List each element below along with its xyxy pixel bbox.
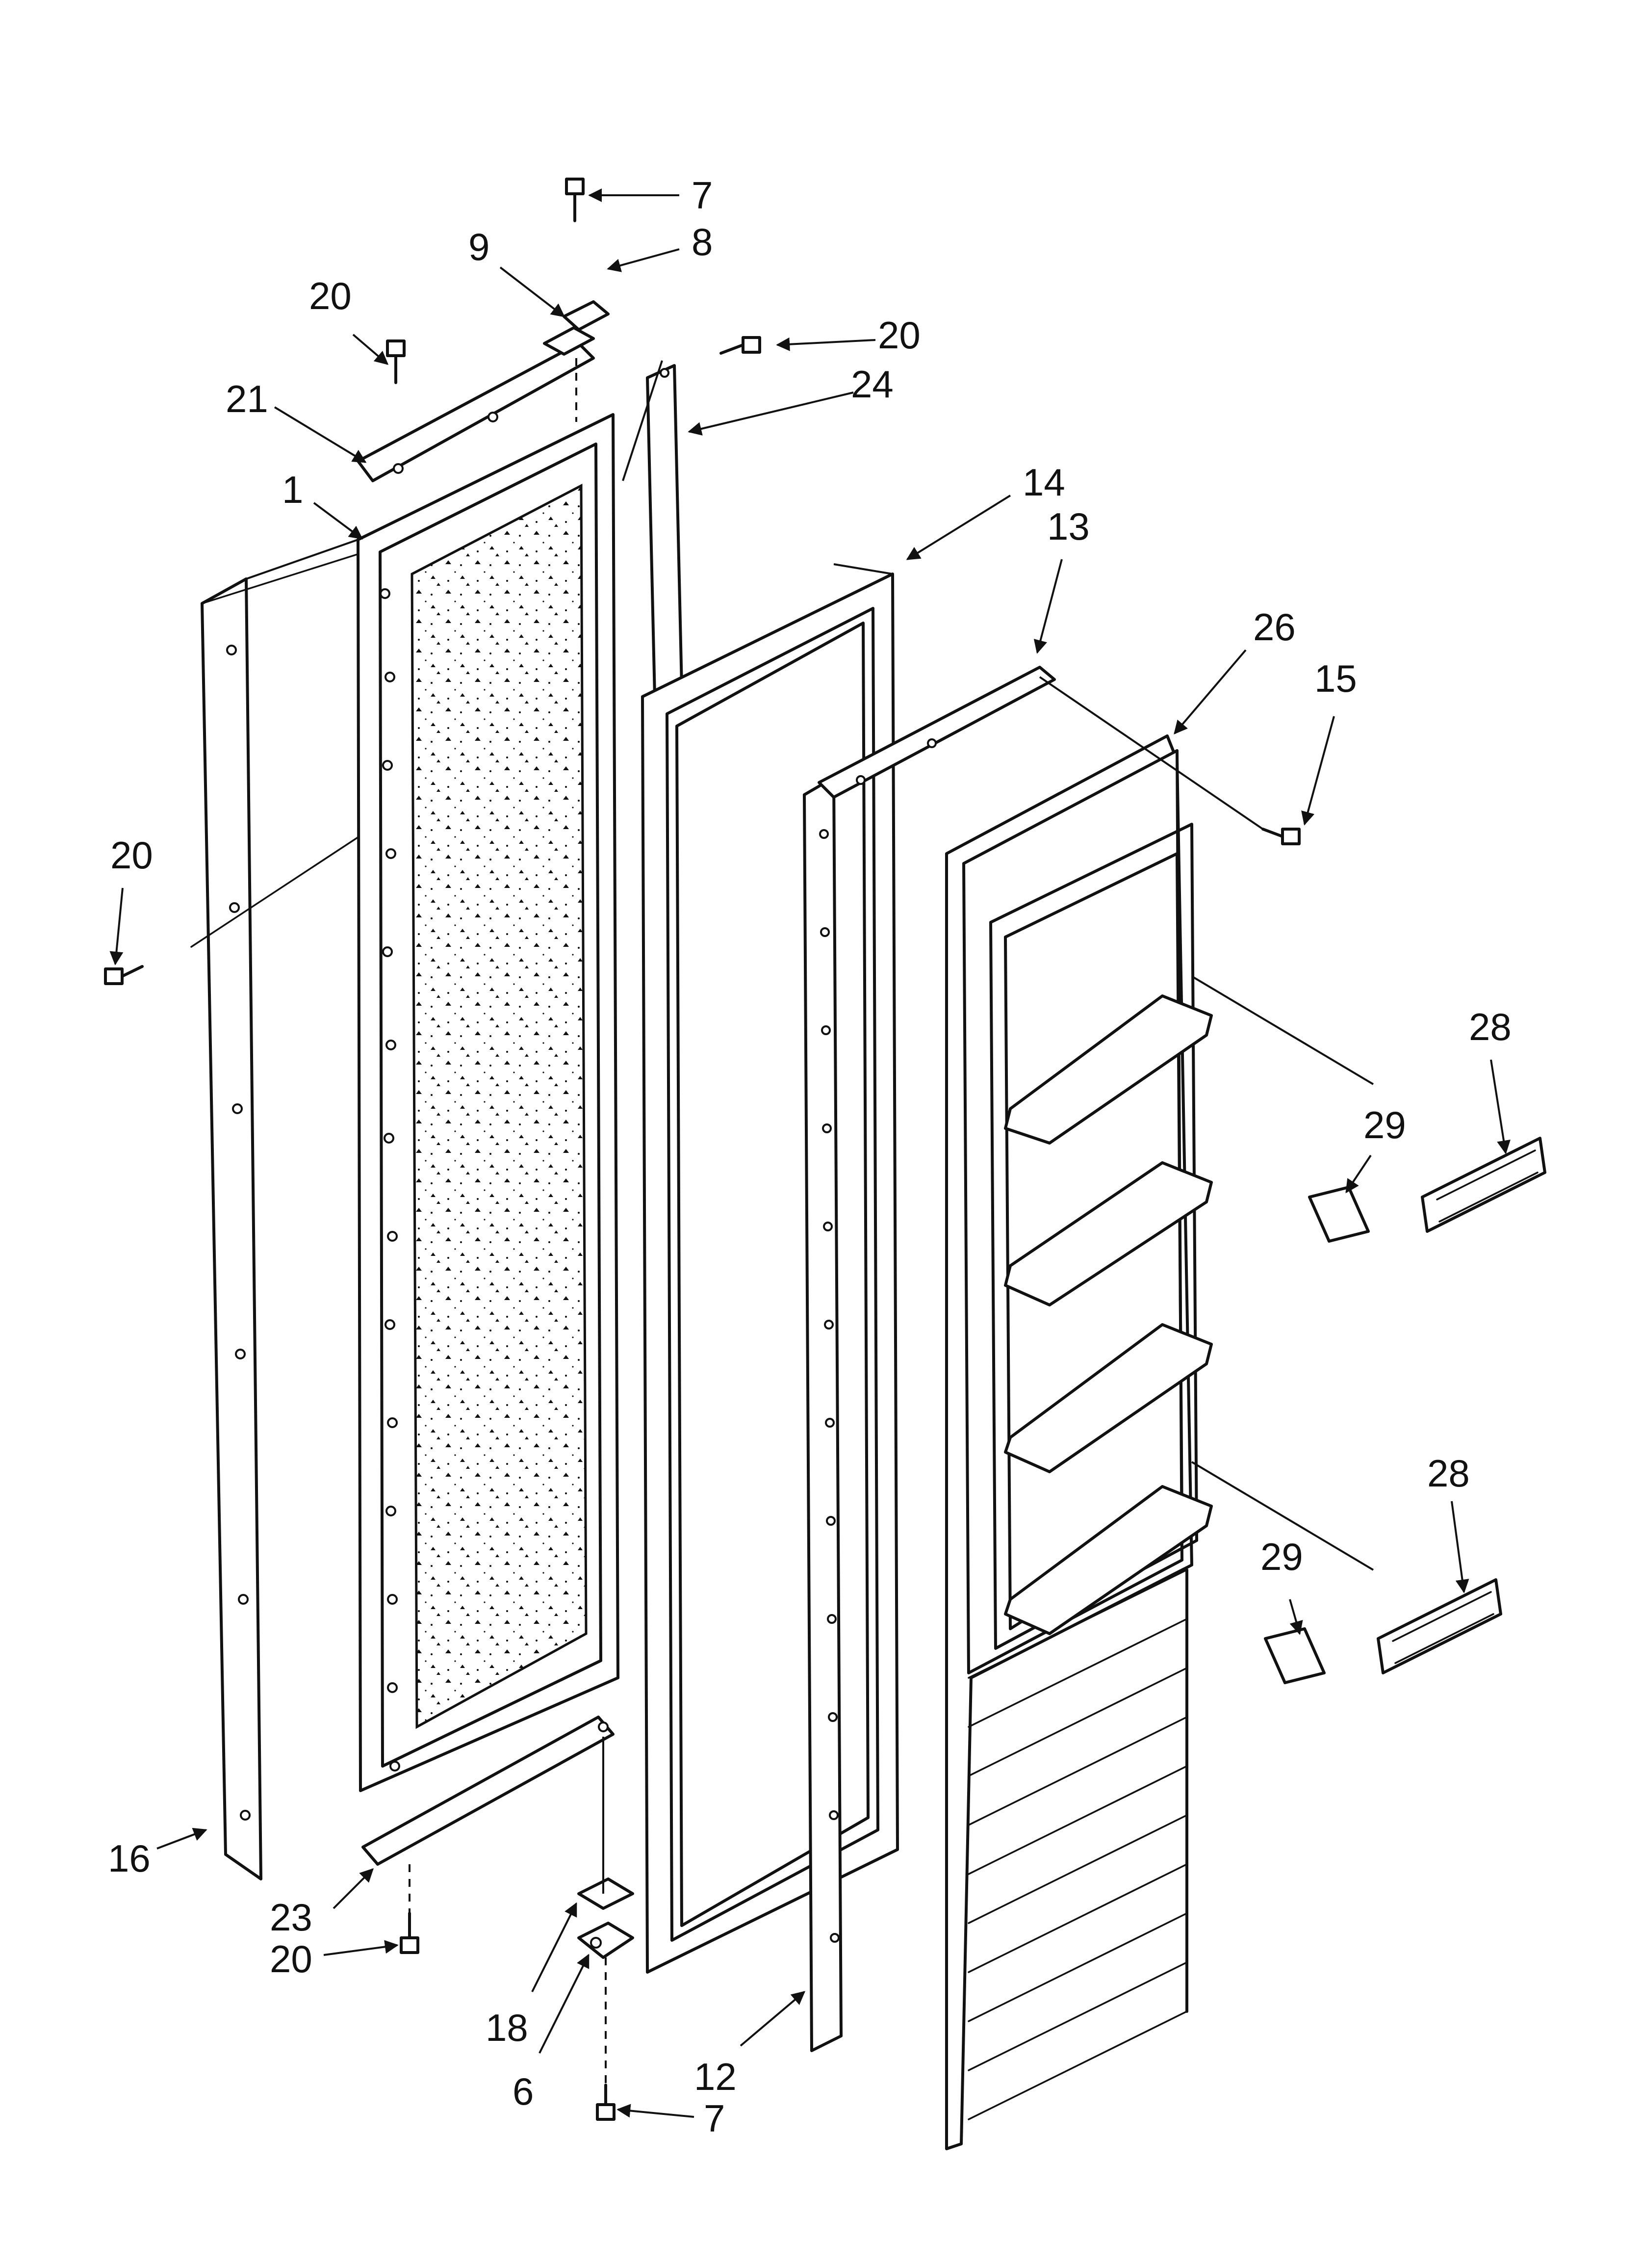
shelf-retainer-set-upper	[1308, 1137, 1546, 1243]
callout-9: 9	[468, 225, 489, 268]
screw-icon	[596, 2084, 616, 2121]
top-hinge-parts	[543, 300, 610, 422]
callout-20-left: 20	[110, 834, 153, 877]
door-shelf-3	[1004, 1323, 1213, 1473]
hinge-side-strip	[803, 776, 843, 2052]
screw-icon	[565, 178, 585, 222]
top-channel	[357, 342, 595, 482]
door-shelf-4	[1004, 1485, 1213, 1635]
door-panel	[357, 413, 619, 1792]
hinge-side-strip-holes	[819, 829, 840, 1943]
callout-labels: 7 8 9 20 20 21 24 1 14 13 26 15 20 28 29…	[108, 174, 1512, 2140]
door-shelf-1	[1004, 994, 1213, 1145]
leader-arrows	[109, 188, 1511, 2118]
callout-1: 1	[282, 468, 303, 511]
callout-6: 6	[513, 2070, 534, 2113]
callout-7-bottom: 7	[704, 2097, 725, 2140]
callout-26: 26	[1253, 605, 1296, 649]
screw-icon	[1261, 828, 1301, 845]
bottom-hinge-parts	[577, 1877, 634, 2095]
callout-16: 16	[108, 1837, 151, 1880]
callout-28-upper: 28	[1469, 1005, 1512, 1048]
shelf-retainer-set-lower	[1264, 1578, 1502, 1684]
callout-8: 8	[692, 220, 713, 263]
callout-18: 18	[486, 2006, 528, 2049]
door-shelf-2	[1004, 1161, 1213, 1306]
door-vertical-strip	[646, 364, 683, 698]
reference-lines	[246, 360, 1374, 1913]
screw-icon	[104, 965, 144, 985]
screw-icon	[386, 339, 406, 384]
callout-14: 14	[1023, 461, 1065, 504]
callout-20-top-right: 20	[878, 313, 921, 357]
side-trim-strip	[190, 548, 374, 1880]
bottom-channel	[361, 1716, 615, 1866]
callout-15: 15	[1314, 657, 1357, 700]
callout-21: 21	[226, 377, 268, 420]
inner-door-liner	[945, 734, 1213, 2150]
callout-20-bottom: 20	[270, 1937, 312, 1981]
callout-20-top-left: 20	[309, 274, 352, 317]
callout-23: 23	[270, 1896, 312, 1939]
callout-24: 24	[851, 363, 894, 406]
screw-icons	[104, 178, 1301, 2121]
callout-29-upper: 29	[1363, 1103, 1406, 1147]
top-bracket	[818, 666, 1056, 799]
callout-28-lower: 28	[1427, 1452, 1470, 1495]
callout-29-lower: 29	[1260, 1535, 1303, 1578]
callout-7-top: 7	[692, 174, 713, 217]
screw-icon	[400, 1912, 419, 1954]
lower-liner-panels	[968, 1568, 1188, 2120]
callout-13: 13	[1047, 505, 1090, 548]
callout-12: 12	[694, 2055, 737, 2098]
door-panel-holes	[380, 588, 400, 1772]
screw-icon	[719, 336, 761, 355]
